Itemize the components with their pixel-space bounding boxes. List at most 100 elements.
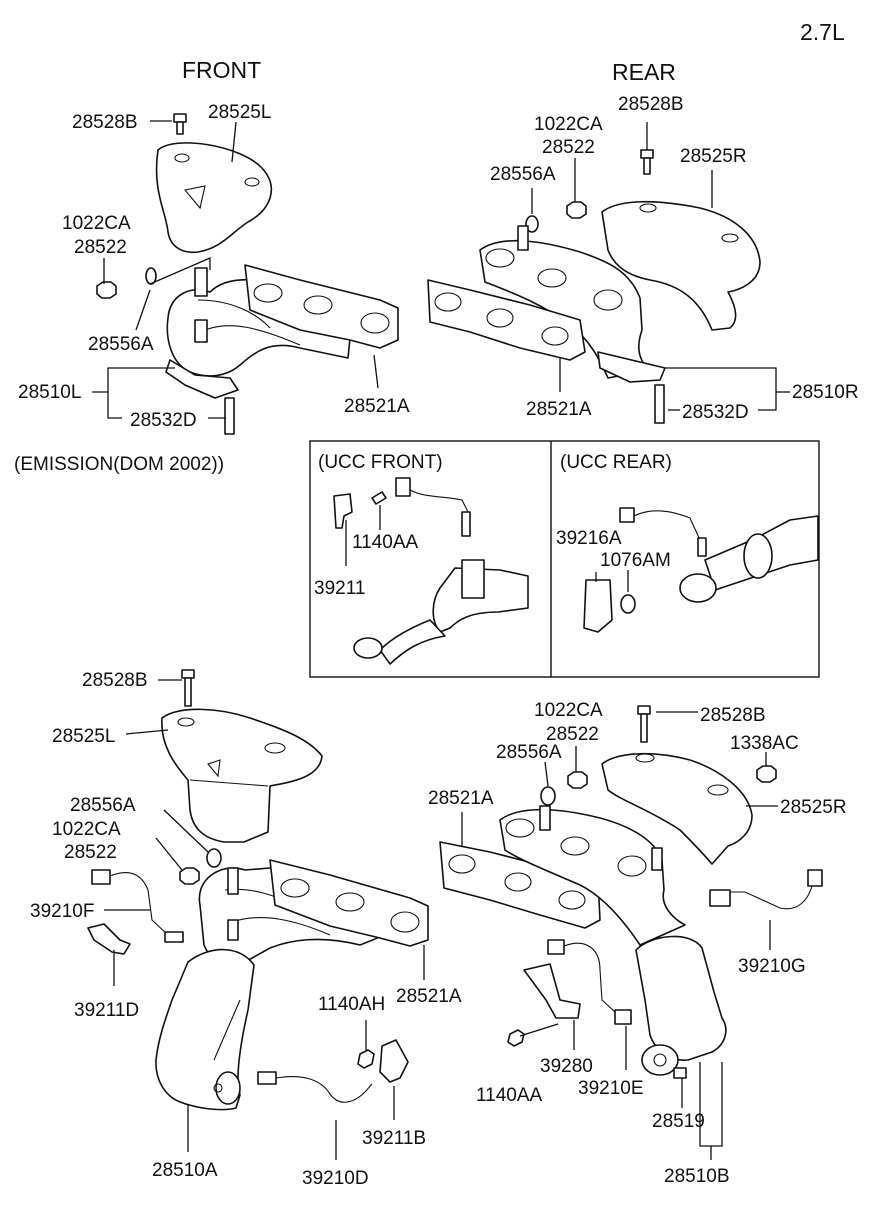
nut-28522-bottom-rear (567, 771, 588, 789)
label-1022ca-bottom-front: 1022CA (52, 819, 121, 840)
label-39216a: 39216A (556, 528, 622, 549)
heat-shield-28525l-bottom (161, 708, 323, 843)
label-1140aa-bottom: 1140AA (476, 1085, 543, 1106)
washer-28556a-bottom-rear (540, 786, 556, 806)
label-28528b-top-rear: 28528B (618, 94, 684, 115)
label-28556a-bottom-rear: 28556A (496, 742, 562, 763)
bolt-1140aa-bottom (507, 1029, 525, 1047)
label-39210d: 39210D (302, 1168, 369, 1189)
nut-1338ac (756, 765, 777, 783)
bolt-28528b-bottom-front (181, 669, 195, 679)
label-28510b: 28510B (664, 1166, 730, 1187)
heat-shield-28525l (155, 142, 273, 254)
label-28510r: 28510R (792, 382, 859, 403)
label-28510a: 28510A (152, 1160, 218, 1181)
label-1076am: 1076AM (600, 550, 671, 571)
label-28519: 28519 (652, 1111, 705, 1132)
label-28525r-bottom: 28525R (780, 797, 847, 818)
label-28521a-bottom-front: 28521A (396, 986, 462, 1007)
gasket-28521a-bottom-front (269, 859, 429, 947)
label-28525l-bottom: 28525L (52, 726, 115, 747)
label-28522-bottom-front: 28522 (64, 842, 117, 863)
bolt-28519 (673, 1067, 687, 1079)
bracket-39211b (379, 1039, 409, 1083)
label-39211d: 39211D (74, 1000, 139, 1021)
label-28556a-top-rear: 28556A (490, 164, 556, 185)
label-1338ac: 1338AC (730, 733, 799, 754)
bracket-39216a (583, 579, 613, 633)
o2-sensor-39210d (257, 1071, 277, 1085)
bolt-1140aa-ucc (371, 491, 387, 505)
stud-28532d-rear (654, 384, 665, 424)
label-28510l: 28510L (18, 382, 81, 403)
catalytic-converter-front (155, 948, 255, 1111)
ucc-front-title: (UCC FRONT) (318, 452, 443, 473)
manifold-28510b (499, 808, 686, 946)
ucc-rear-title: (UCC REAR) (560, 452, 672, 473)
nut-28522-rear (566, 201, 587, 219)
bottom-front-assembly (87, 669, 429, 1160)
bolt-28528b-front (173, 113, 187, 123)
label-39280: 39280 (540, 1056, 593, 1077)
label-28532d-top-front: 28532D (130, 410, 197, 431)
bottom-rear-assembly (439, 705, 823, 1160)
heat-shield-28525r-bottom (601, 752, 753, 865)
label-28556a-bottom-front: 28556A (70, 795, 136, 816)
catalytic-converter-rear (635, 935, 727, 1061)
label-28528b-bottom-rear: 28528B (700, 705, 766, 726)
label-28532d-top-rear: 28532D (682, 402, 749, 423)
emission-note: (EMISSION(DOM 2002)) (14, 454, 224, 475)
label-39210e: 39210E (578, 1078, 644, 1099)
label-28522-top-front: 28522 (74, 237, 127, 258)
bolt-28528b-rear (640, 149, 654, 159)
o2-sensor-39210g (807, 869, 823, 887)
o2-sensor-39210f (91, 869, 111, 885)
ucc-box (309, 440, 820, 678)
rear-section-title: REAR (612, 59, 676, 85)
label-39210f: 39210F (30, 901, 94, 922)
gasket-28521a-rear (427, 279, 586, 361)
bracket-39211d (87, 923, 131, 955)
top-front-assembly (92, 113, 399, 435)
label-1140ah: 1140AH (318, 994, 385, 1015)
label-28528b-bottom-front: 28528B (82, 670, 148, 691)
stud-28532d-front (224, 397, 235, 435)
front-section-title: FRONT (182, 57, 261, 83)
bolt-1140ah (357, 1049, 375, 1069)
label-28528b-top-front: 28528B (72, 112, 138, 133)
label-1140aa-ucc: 1140AA (352, 532, 419, 553)
ucc-rear-parts (583, 507, 819, 633)
label-28556a-top-front: 28556A (88, 334, 154, 355)
gasket-28521a-front (244, 264, 399, 349)
nut-28522-front (96, 281, 117, 299)
gasket-1076am (620, 594, 636, 614)
label-28521a-top-rear: 28521A (526, 399, 592, 420)
label-1022ca-bottom-rear: 1022CA (534, 700, 603, 721)
pipe-ucc-front (432, 567, 529, 633)
o2-sensor-ucc-front (395, 477, 411, 497)
nut-28522-bottom-front (179, 867, 200, 885)
label-28525r-top: 28525R (680, 146, 747, 167)
label-39211: 39211 (314, 578, 365, 599)
washer-28556a-bottom-front (206, 848, 222, 868)
o2-sensor-ucc-rear (619, 507, 635, 523)
label-39210g: 39210G (738, 956, 806, 977)
label-28521a-top-front: 28521A (344, 396, 410, 417)
label-1022ca-top-rear: 1022CA (534, 114, 603, 135)
label-28522-bottom-rear: 28522 (546, 724, 599, 745)
bracket-39280 (523, 963, 581, 1019)
bracket-39211 (333, 493, 353, 529)
label-39211b: 39211B (362, 1128, 426, 1149)
heat-shield-28525r (601, 200, 761, 331)
label-28521a-bottom-rear: 28521A (428, 788, 494, 809)
bolt-28528b-bottom-rear (637, 705, 651, 715)
o2-sensor-39210e (547, 939, 565, 955)
label-28522-top-rear: 28522 (542, 137, 595, 158)
ucc-front-parts (333, 477, 529, 665)
label-1022ca-top-front: 1022CA (62, 213, 131, 234)
label-28525l-top-front: 28525L (208, 102, 271, 123)
engine-label: 2.7L (800, 19, 845, 45)
top-rear-assembly (427, 122, 790, 424)
washer-28556a-rear (525, 215, 539, 233)
